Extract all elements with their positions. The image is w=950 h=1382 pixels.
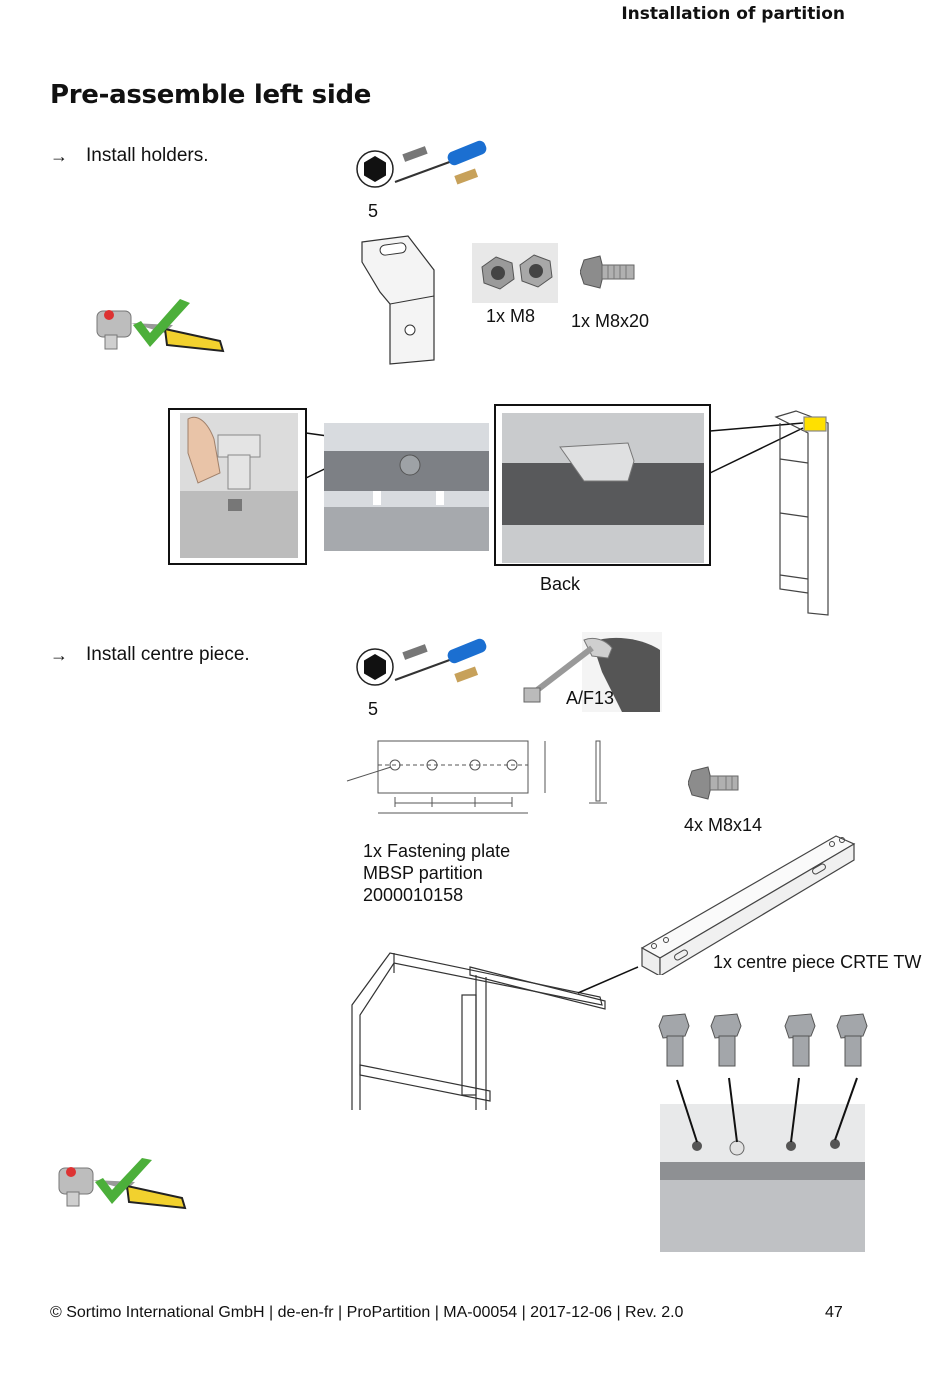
centre-piece-label: 1x centre piece CRTE TW: [713, 952, 922, 972]
bolt-4: [836, 1013, 868, 1067]
centre-piece-drawing: [640, 835, 856, 975]
screwdriver-icon: [447, 638, 487, 664]
hex-size-label: 5: [368, 699, 379, 719]
page-title: Pre-assemble left side: [50, 80, 372, 110]
m8x20-bolt-image: [580, 255, 635, 289]
section-header: Installation of partition: [621, 4, 845, 24]
holder-bracket-drawing: [361, 235, 435, 365]
bolt-2: [710, 1013, 742, 1067]
partition-frame-drawing: [774, 410, 829, 616]
fastening-plate-drawing: [346, 740, 607, 814]
page-number: 47: [825, 1304, 843, 1321]
step-install-holders: → Install holders.: [50, 145, 209, 167]
m8x14-bolt-image: [688, 766, 739, 800]
screwdriver-icon: [447, 140, 487, 166]
nut-label: 1x M8: [486, 306, 536, 326]
ratchet-done-icon: [58, 1158, 187, 1210]
plate-line-1: 1x Fastening plate: [363, 841, 511, 861]
socket-wrench-image: [523, 632, 662, 712]
bolt-count-label: 4x M8x14: [684, 815, 763, 835]
bolt-label: 1x M8x20: [571, 311, 650, 331]
tool-set-image: [356, 638, 487, 686]
footer-copyright: © Sortimo International GmbH | de-en-fr …: [50, 1304, 684, 1321]
holder-installation-photos: [168, 404, 829, 616]
centre-piece-bolt-detail: [658, 1013, 868, 1252]
plate-line-3: 2000010158: [363, 885, 464, 905]
m8-nut-image: [472, 243, 558, 303]
fastening-plate-description: 1x Fastening plate MBSP partition 200001…: [363, 840, 510, 906]
arrow-icon: →: [50, 644, 68, 665]
ratchet-done-icon: [96, 299, 225, 353]
wrench-size-label: A/F13: [566, 688, 615, 708]
step-instruction: Install holders.: [86, 145, 209, 166]
bolt-3: [784, 1013, 816, 1067]
step-instruction: Install centre piece.: [86, 644, 250, 665]
plate-line-2: MBSP partition: [363, 863, 483, 883]
arrow-icon: →: [50, 145, 68, 166]
hex-size-label: 5: [368, 201, 379, 221]
partition-assembly-drawing: [351, 952, 639, 1110]
back-view-label: Back: [540, 574, 581, 594]
step-install-centre-piece: → Install centre piece.: [50, 644, 250, 666]
bolt-1: [658, 1013, 690, 1067]
tool-set-image: [356, 140, 487, 188]
